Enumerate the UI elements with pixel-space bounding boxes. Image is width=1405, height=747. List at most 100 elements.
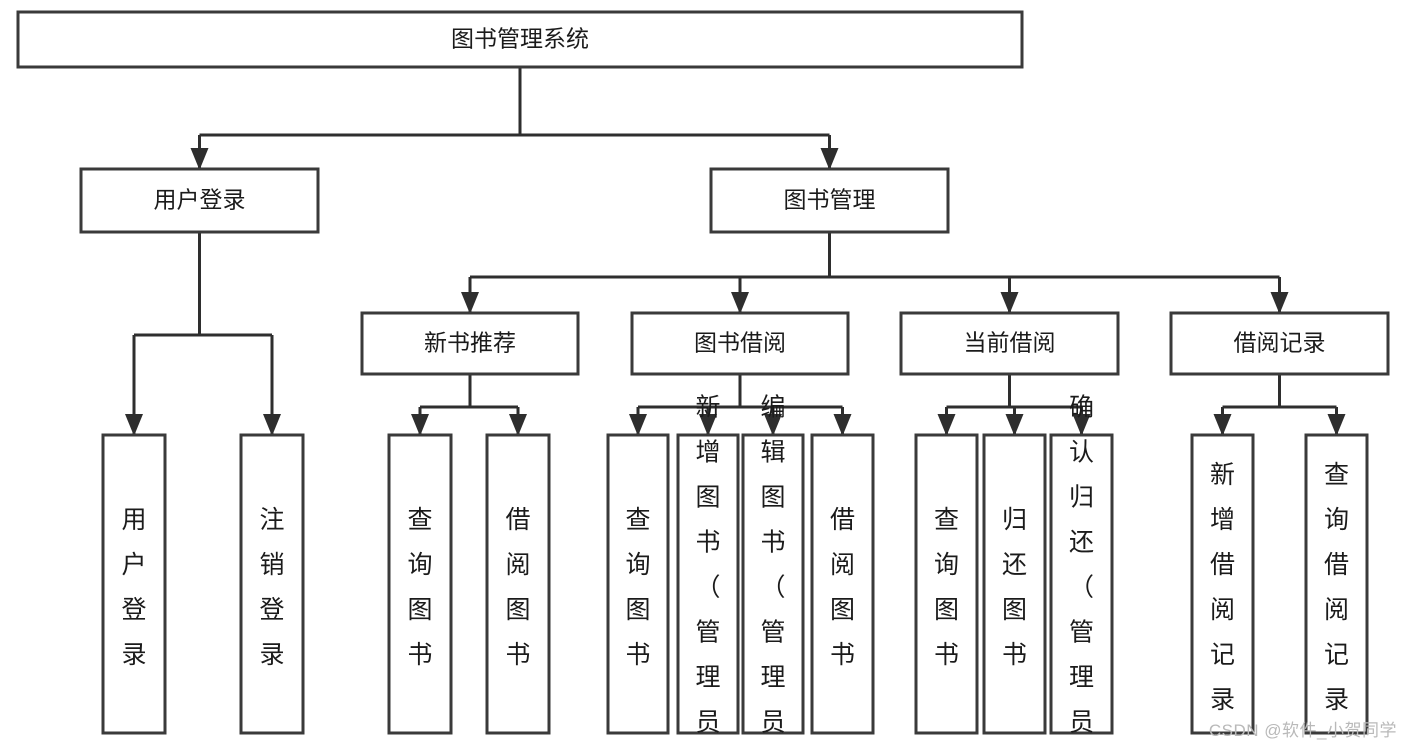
- node-box-leaf-user-login: [101, 433, 167, 735]
- node-label-leaf-confirm-return-admin: 确: [1069, 394, 1094, 422]
- node-label-leaf-query-book-borrow: 图: [625, 596, 650, 624]
- node-label-leaf-borrow-book: 阅: [830, 551, 855, 579]
- node-borrow-record[interactable]: 借阅记录: [1169, 311, 1390, 376]
- node-book-borrow[interactable]: 图书借阅: [630, 311, 850, 376]
- node-label-leaf-query-book-current: 询: [934, 551, 959, 579]
- arrow-head-user-login: [190, 148, 209, 170]
- arrow-head-leaf-logout-login: [263, 414, 281, 436]
- node-leaf-user-login[interactable]: 用户登录: [101, 433, 167, 735]
- node-box-leaf-borrow-book-recommend: [485, 433, 551, 735]
- node-label-leaf-logout-login: 销: [259, 551, 284, 579]
- arrow-head-leaf-query-book-borrow: [629, 414, 647, 436]
- node-label-leaf-borrow-book-recommend: 书: [505, 641, 530, 669]
- node-label-leaf-query-book-recommend: 询: [407, 551, 432, 579]
- node-label-leaf-edit-book-admin: 员: [760, 709, 785, 737]
- node-label-leaf-confirm-return-admin: 还: [1069, 529, 1094, 557]
- node-label-leaf-query-book-borrow: 书: [625, 641, 650, 669]
- node-book-manage[interactable]: 图书管理: [709, 167, 950, 234]
- node-new-book-recommend[interactable]: 新书推荐: [360, 311, 580, 376]
- node-label-leaf-edit-book-admin: 书: [760, 529, 785, 557]
- node-label-leaf-borrow-book-recommend: 借: [505, 506, 530, 534]
- arrow-head-leaf-query-book-recommend: [411, 414, 429, 436]
- arrow-head-leaf-query-book-current: [937, 414, 956, 436]
- node-label-leaf-user-login: 用: [121, 506, 146, 534]
- node-box-borrow-record: [1169, 311, 1390, 376]
- node-box-book-borrow: [630, 311, 850, 376]
- arrow-head-leaf-add-borrow-record: [1213, 414, 1232, 436]
- node-label-leaf-add-borrow-record: 记: [1210, 641, 1235, 669]
- node-user-login[interactable]: 用户登录: [79, 167, 320, 234]
- node-label-leaf-add-borrow-record: 录: [1210, 686, 1235, 714]
- node-box-leaf-return-book: [982, 433, 1047, 735]
- node-label-leaf-confirm-return-admin: 归: [1069, 484, 1094, 512]
- node-label-leaf-query-borrow-record: 询: [1324, 506, 1349, 534]
- node-label-leaf-query-borrow-record: 记: [1324, 641, 1349, 669]
- node-label-leaf-add-book-admin: 图: [695, 484, 720, 512]
- node-label-leaf-query-book-current: 图: [934, 596, 959, 624]
- node-label-leaf-return-book: 归: [1002, 506, 1027, 534]
- node-label-leaf-add-book-admin: 书: [695, 529, 720, 557]
- node-label-leaf-edit-book-admin: 编: [760, 394, 785, 422]
- node-label-leaf-logout-login: 登: [259, 596, 284, 624]
- node-current-borrow[interactable]: 当前借阅: [899, 311, 1120, 376]
- node-label-leaf-edit-book-admin: （: [760, 574, 785, 602]
- node-box-leaf-logout-login: [239, 433, 305, 735]
- arrow-head-leaf-user-login: [125, 414, 143, 436]
- node-label-leaf-query-book-recommend: 书: [407, 641, 432, 669]
- node-label-leaf-query-borrow-record: 查: [1324, 461, 1349, 489]
- node-label-leaf-edit-book-admin: 辑: [760, 439, 785, 467]
- node-layer: 图书管理系统用户登录图书管理新书推荐图书借阅当前借阅借阅记录用户登录注销登录查询…: [16, 10, 1390, 747]
- node-label-leaf-return-book: 书: [1002, 641, 1027, 669]
- node-box-leaf-borrow-book: [810, 433, 875, 735]
- node-label-leaf-query-book-current: 查: [934, 506, 959, 534]
- node-label-leaf-borrow-book: 图: [830, 596, 855, 624]
- node-label-root: 图书管理系统: [451, 26, 589, 52]
- node-label-leaf-logout-login: 录: [259, 641, 284, 669]
- node-label-leaf-add-book-admin: 员: [695, 709, 720, 737]
- node-label-leaf-query-borrow-record: 阅: [1324, 596, 1349, 624]
- node-label-leaf-return-book: 图: [1002, 596, 1027, 624]
- node-label-leaf-query-book-recommend: 查: [407, 506, 432, 534]
- arrow-head-leaf-edit-book-admin: [764, 414, 782, 436]
- arrow-head-leaf-add-book-admin: [699, 414, 717, 436]
- node-label-leaf-add-borrow-record: 借: [1210, 551, 1235, 579]
- node-label-leaf-add-book-admin: 增: [695, 439, 720, 467]
- node-label-leaf-add-borrow-record: 新: [1210, 461, 1235, 489]
- node-box-leaf-query-borrow-record: [1304, 433, 1369, 735]
- node-label-leaf-confirm-return-admin: 员: [1069, 709, 1094, 737]
- connector-layer: [125, 67, 1346, 436]
- arrow-head-leaf-confirm-return-admin: [1072, 414, 1091, 436]
- node-label-leaf-borrow-book: 书: [830, 641, 855, 669]
- node-box-leaf-add-book-admin: [676, 433, 740, 735]
- node-box-book-manage: [709, 167, 950, 234]
- arrow-head-borrow-record: [1270, 292, 1289, 314]
- node-label-new-book-recommend: 新书推荐: [424, 330, 516, 356]
- node-label-borrow-record: 借阅记录: [1234, 330, 1326, 356]
- node-label-leaf-user-login: 登: [121, 596, 146, 624]
- arrow-head-book-manage: [820, 148, 839, 170]
- arrow-head-current-borrow: [1000, 292, 1019, 314]
- node-label-leaf-query-book-recommend: 图: [407, 596, 432, 624]
- node-label-leaf-add-book-admin: 管: [695, 619, 720, 647]
- node-root[interactable]: 图书管理系统: [16, 10, 1024, 69]
- arrow-head-leaf-borrow-book: [833, 414, 852, 436]
- node-label-leaf-add-book-admin: 新: [695, 394, 720, 422]
- node-label-user-login: 用户登录: [154, 187, 246, 213]
- node-box-leaf-confirm-return-admin: [1049, 433, 1114, 735]
- arrow-head-leaf-return-book: [1005, 414, 1024, 436]
- node-label-book-manage: 图书管理: [784, 187, 876, 213]
